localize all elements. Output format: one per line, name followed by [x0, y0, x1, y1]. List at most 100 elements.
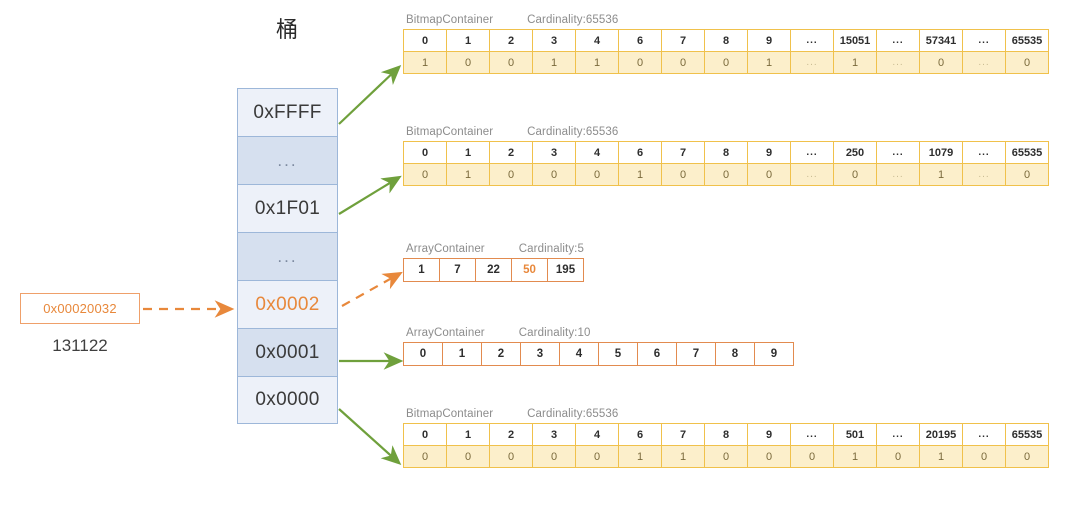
bitmap-index-cell: 0	[403, 29, 447, 52]
bitmap-value-cell: 0	[704, 51, 748, 74]
bucket-cell-0x0002[interactable]: 0x0002	[237, 280, 338, 328]
label-spacer	[493, 126, 527, 138]
bitmap-index-cell: 1	[446, 29, 490, 52]
bucket-cell-0xffff[interactable]: 0xFFFF	[237, 88, 338, 136]
label-spacer	[485, 327, 519, 339]
bitmap-value-cell: 0	[876, 445, 920, 468]
connector-1f01-to-bitmap-second	[338, 175, 402, 215]
bitmap-value-cell: 1	[532, 51, 576, 74]
bitmap-value-cell: 1	[919, 445, 963, 468]
bitmap-index-cell: ...	[876, 423, 920, 446]
array-value-cell: 1	[442, 342, 482, 366]
bitmap-index-cell: 8	[704, 423, 748, 446]
bitmap-index-cell: 9	[747, 423, 791, 446]
bitmap-index-cell: 4	[575, 141, 619, 164]
bitmap-index-cell: 0	[403, 141, 447, 164]
bitmap-index-cell: 1	[446, 141, 490, 164]
bucket-column-title: 桶	[275, 18, 298, 43]
array-value-cell: 5	[598, 342, 638, 366]
bucket-cell-ellipsis-1[interactable]: ...	[237, 136, 338, 184]
bitmap-index-cell: 57341	[919, 29, 963, 52]
array-value-cell: 2	[481, 342, 521, 366]
bitmap-value-cell: 0	[661, 51, 705, 74]
array-value-cell: 22	[475, 258, 512, 282]
bitmap-index-cell: 15051	[833, 29, 877, 52]
bitmap-value-cell: 0	[489, 445, 533, 468]
bitmap-index-cell: 3	[532, 423, 576, 446]
bitmap-value-cell: 1	[919, 163, 963, 186]
source-hex-box: 0x00020032	[20, 293, 140, 324]
bitmap-index-cell: 7	[661, 29, 705, 52]
bitmap-index-cell: 0	[403, 423, 447, 446]
source-hex-label: 0x00020032	[43, 301, 117, 316]
array-value-cell: 9	[754, 342, 794, 366]
connector-ffff-to-bitmap-top	[338, 64, 402, 125]
bitmap-value-cell: 1	[747, 51, 791, 74]
bitmap-index-cell: 65535	[1005, 141, 1049, 164]
bitmap-index-cell: 1	[446, 423, 490, 446]
bitmap-value-cell: 0	[1005, 445, 1049, 468]
bitmap-value-cell: ...	[962, 51, 1006, 74]
array-value-cell: 1	[403, 258, 440, 282]
bitmap-value-cell: 0	[575, 445, 619, 468]
bitmap-value-cell: 1	[403, 51, 447, 74]
bitmap-index-cell: 65535	[1005, 423, 1049, 446]
bitmap-value-cell: ...	[876, 163, 920, 186]
bitmap-index-cell: ...	[876, 29, 920, 52]
bitmap-value-cell: 0	[747, 445, 791, 468]
bitmap-value-cell: ...	[962, 163, 1006, 186]
bucket-cell-ellipsis-3[interactable]: ...	[237, 232, 338, 280]
bucket-cell-0x1f01[interactable]: 0x1F01	[237, 184, 338, 232]
bitmap-index-cell: 20195	[919, 423, 963, 446]
bitmap-value-cell: 0	[790, 445, 834, 468]
bitmap-value-cell: 0	[489, 51, 533, 74]
bucket-cell-0x0001[interactable]: 0x0001	[237, 328, 338, 376]
array-value-cell: 4	[559, 342, 599, 366]
bucket-cell-0x0000[interactable]: 0x0000	[237, 376, 338, 424]
bitmap-value-cell: 0	[532, 163, 576, 186]
bitmap-index-cell: 7	[661, 423, 705, 446]
bitmap-value-cell: 0	[446, 445, 490, 468]
bitmap-value-cell: 1	[575, 51, 619, 74]
array-value-cell: 0	[403, 342, 443, 366]
container-cardinality-label: Cardinality:65536	[527, 14, 619, 26]
bitmap-index-cell: ...	[790, 141, 834, 164]
bitmap-index-cell: 3	[532, 29, 576, 52]
bitmap-value-cell: 0	[747, 163, 791, 186]
bitmap-index-cell: 1079	[919, 141, 963, 164]
container-cardinality-label: Cardinality:5	[518, 243, 584, 255]
bitmap-value-cell: 0	[919, 51, 963, 74]
bitmap-index-cell: 9	[747, 141, 791, 164]
label-spacer	[485, 243, 519, 255]
bitmap-index-cell: 65535	[1005, 29, 1049, 52]
bitmap-value-cell: 0	[446, 51, 490, 74]
bitmap-value-cell: 1	[833, 51, 877, 74]
connector-0002-to-array-five	[341, 271, 403, 307]
bitmap-index-cell: 2	[489, 423, 533, 446]
bitmap-value-cell: 1	[661, 445, 705, 468]
bitmap-index-cell: 7	[661, 141, 705, 164]
bitmap-index-cell: ...	[962, 29, 1006, 52]
bitmap-value-cell: 0	[403, 445, 447, 468]
container-cardinality-label: Cardinality:65536	[527, 408, 619, 420]
container-type-label: ArrayContainer	[406, 243, 485, 255]
array-value-cell: 6	[637, 342, 677, 366]
container-cardinality-label: Cardinality:65536	[527, 126, 619, 138]
bitmap-index-cell: 8	[704, 29, 748, 52]
bitmap-value-cell: 0	[704, 163, 748, 186]
